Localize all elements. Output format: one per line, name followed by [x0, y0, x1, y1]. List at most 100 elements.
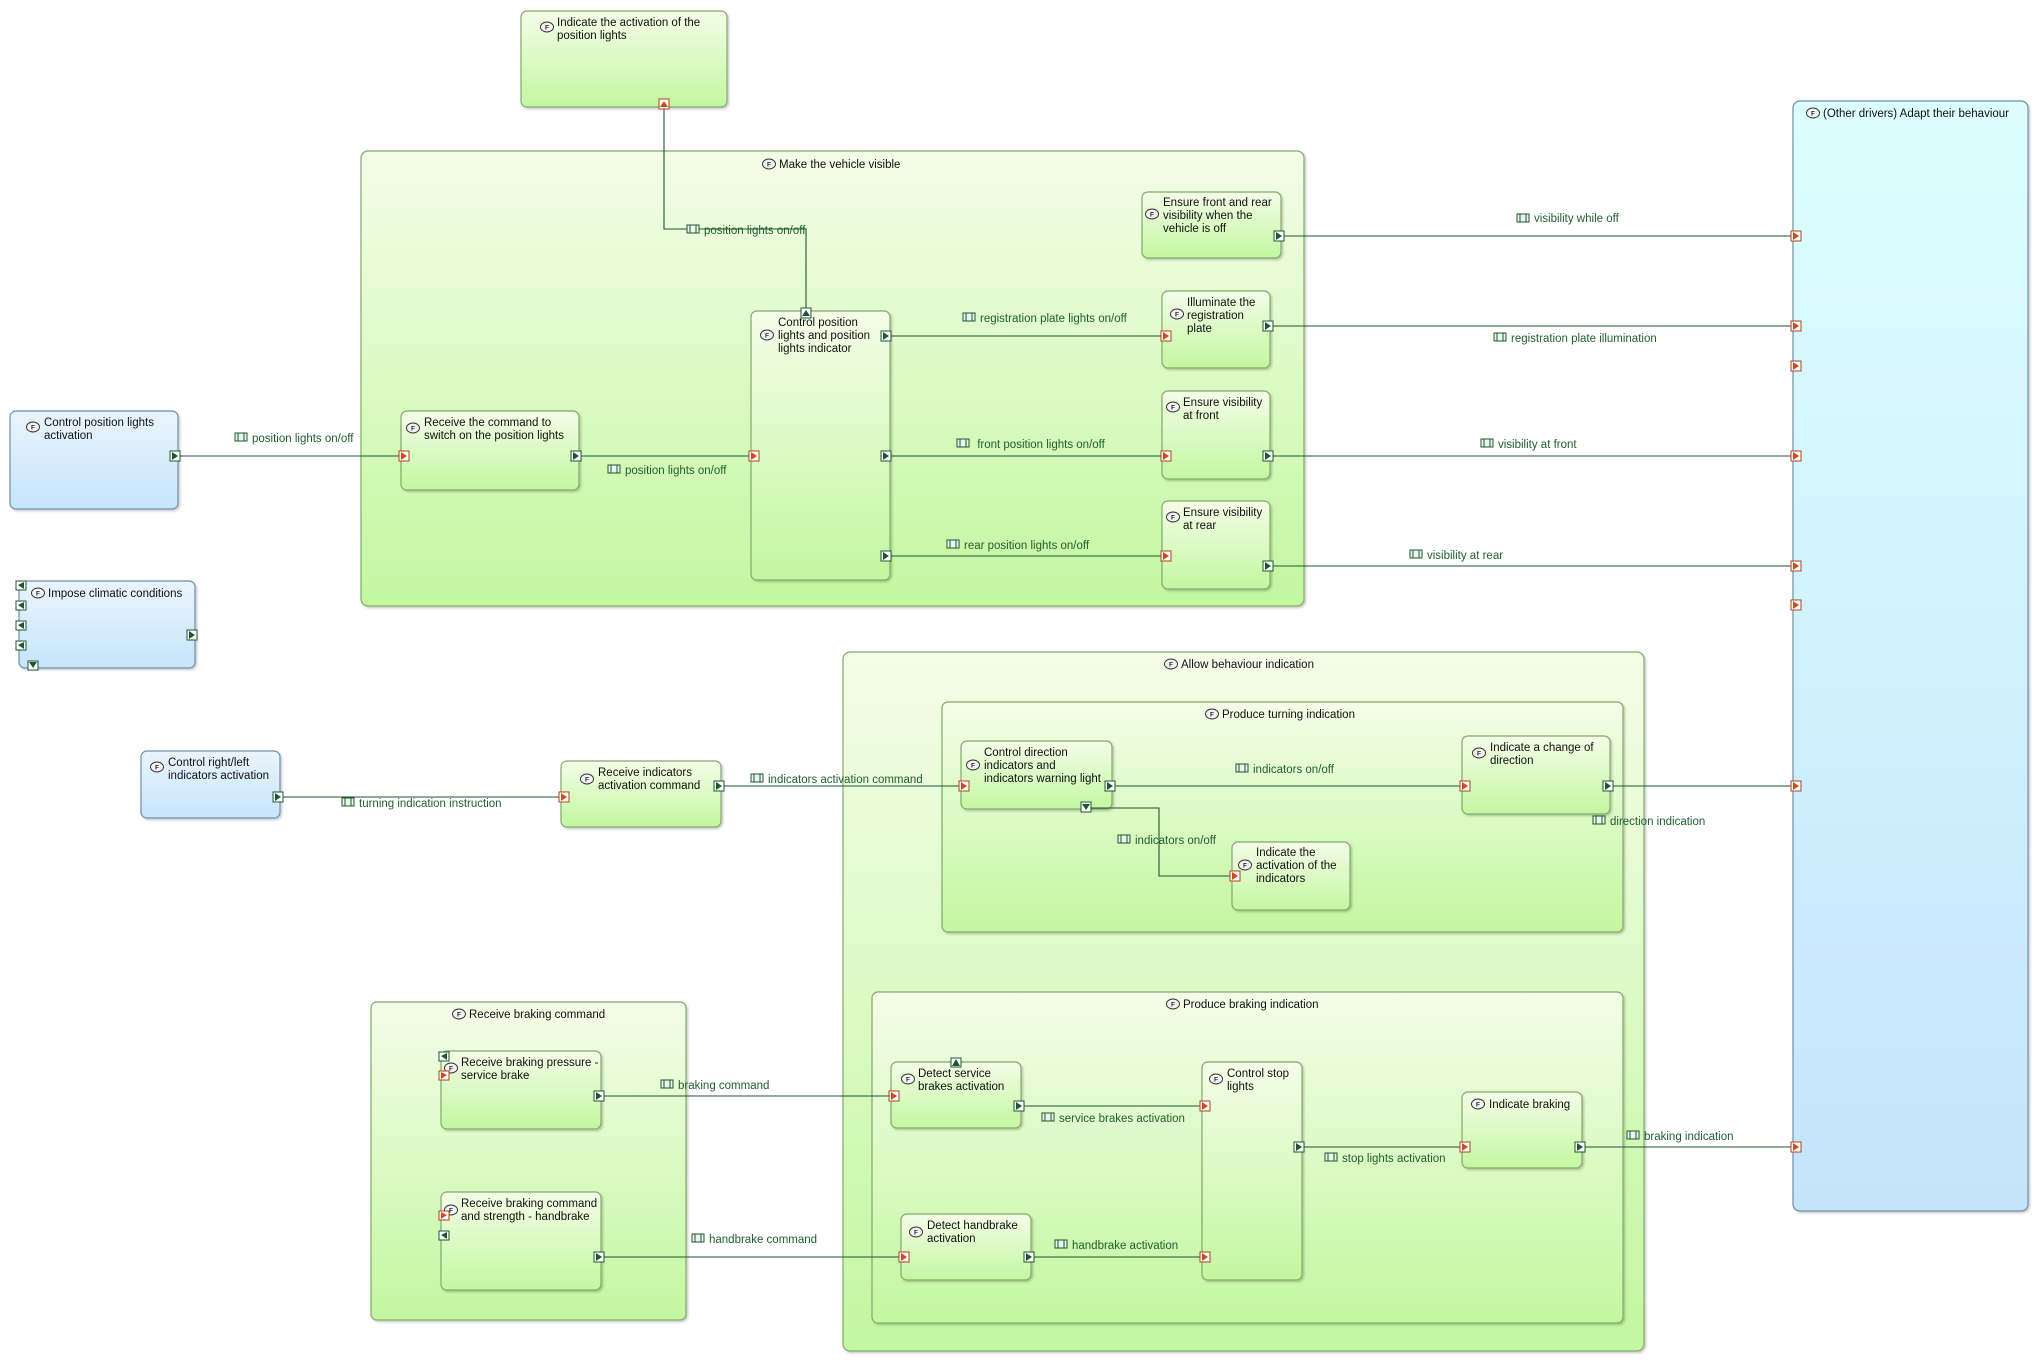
exchange-label[interactable]: visibility while off: [1516, 213, 1620, 225]
exchange-label[interactable]: turning indication instruction: [341, 797, 502, 810]
exchange-label[interactable]: handbrake activation: [1054, 1239, 1178, 1252]
input-port[interactable]: [1459, 780, 1471, 792]
exchange-label[interactable]: registration plate illumination: [1493, 332, 1657, 345]
output-port[interactable]: [1273, 230, 1285, 242]
exchange-line-position-lights-top[interactable]: [663, 104, 807, 314]
output-port[interactable]: [1013, 1100, 1025, 1112]
output-port[interactable]: [880, 550, 892, 562]
input-port[interactable]: [398, 450, 410, 462]
output-port[interactable]: [593, 1251, 605, 1263]
output-port[interactable]: [1080, 801, 1092, 813]
output-port[interactable]: [880, 450, 892, 462]
output-port[interactable]: [1104, 780, 1116, 792]
output-port[interactable]: [15, 600, 27, 611]
output-port[interactable]: [15, 640, 27, 651]
output-port[interactable]: [880, 330, 892, 342]
input-port[interactable]: [1790, 450, 1802, 462]
output-port[interactable]: [438, 1051, 450, 1062]
input-port[interactable]: [1459, 1141, 1471, 1153]
exchange-label[interactable]: indicators on/off: [1235, 763, 1335, 776]
input-port[interactable]: [1160, 330, 1172, 342]
output-port[interactable]: [1262, 450, 1274, 462]
output-port[interactable]: [1262, 560, 1274, 572]
output-port[interactable]: [1602, 780, 1614, 792]
output-port[interactable]: [800, 307, 812, 319]
input-port[interactable]: [1790, 599, 1802, 611]
output-port[interactable]: [15, 580, 27, 591]
function-receive-braking-pressure[interactable]: Receive braking pressure -service brake: [440, 1050, 602, 1130]
output-port[interactable]: [570, 450, 582, 462]
input-port[interactable]: [1160, 550, 1172, 562]
output-port[interactable]: [950, 1057, 962, 1068]
output-port[interactable]: [1293, 1141, 1305, 1153]
exchange-label[interactable]: front position lights on/off: [956, 438, 1106, 451]
exchange-label[interactable]: braking command: [660, 1079, 769, 1092]
output-port[interactable]: [1574, 1141, 1586, 1153]
input-port[interactable]: [438, 1070, 450, 1081]
exchange-label[interactable]: handbrake command: [691, 1233, 817, 1246]
output-port[interactable]: [186, 629, 198, 641]
exchange-label[interactable]: braking indication: [1626, 1130, 1734, 1143]
exchange-label[interactable]: direction indication: [1592, 815, 1705, 828]
output-port[interactable]: [593, 1090, 605, 1102]
output-port[interactable]: [438, 1230, 450, 1241]
input-port[interactable]: [888, 1090, 900, 1102]
input-port[interactable]: [1160, 450, 1172, 462]
function-indicate-braking[interactable]: Indicate braking: [1461, 1091, 1583, 1169]
exchange-label[interactable]: indicators activation command: [750, 773, 923, 786]
input-port[interactable]: [958, 780, 970, 792]
exchange-label[interactable]: position lights on/off: [607, 464, 727, 477]
output-port[interactable]: [272, 791, 284, 803]
input-port[interactable]: [438, 1210, 450, 1221]
svg-text:visibility while off: visibility while off: [1534, 213, 1620, 225]
input-port[interactable]: [1199, 1100, 1211, 1112]
output-port[interactable]: [1262, 320, 1274, 332]
input-port[interactable]: [898, 1251, 910, 1263]
exchange-label[interactable]: indicators on/off: [1117, 834, 1217, 847]
exchange-label[interactable]: visibility at front: [1480, 438, 1577, 451]
output-port[interactable]: [713, 780, 725, 792]
input-port[interactable]: [1790, 360, 1802, 372]
input-port[interactable]: [1790, 780, 1802, 792]
exchange-label[interactable]: position lights on/off: [686, 224, 806, 237]
function-impose-climatic-conditions[interactable]: Impose climatic conditions: [18, 580, 196, 669]
output-port[interactable]: [169, 450, 181, 462]
input-port[interactable]: [1790, 230, 1802, 242]
output-port[interactable]: [15, 620, 27, 631]
input-port[interactable]: [748, 450, 760, 462]
output-port[interactable]: [1023, 1251, 1035, 1263]
exchange-label[interactable]: stop lights activation: [1324, 1152, 1446, 1165]
output-port[interactable]: [27, 660, 39, 671]
exchange-label[interactable]: rear position lights on/off: [946, 539, 1090, 552]
input-port[interactable]: [1199, 1251, 1211, 1263]
input-port[interactable]: [558, 791, 570, 803]
exchange-label[interactable]: registration plate lights on/off: [962, 312, 1128, 325]
function-other-drivers-adapt[interactable]: (Other drivers) Adapt their behaviour: [1792, 100, 2029, 1212]
exchange-label[interactable]: visibility at rear: [1409, 549, 1503, 562]
input-port[interactable]: [1790, 560, 1802, 572]
input-port[interactable]: [1790, 320, 1802, 332]
exchange-label[interactable]: service brakes activation: [1041, 1112, 1185, 1125]
exchange-label[interactable]: position lights on/off: [234, 432, 354, 445]
input-port[interactable]: [1229, 870, 1241, 882]
input-port[interactable]: [1790, 1141, 1802, 1153]
input-port[interactable]: [658, 98, 670, 110]
